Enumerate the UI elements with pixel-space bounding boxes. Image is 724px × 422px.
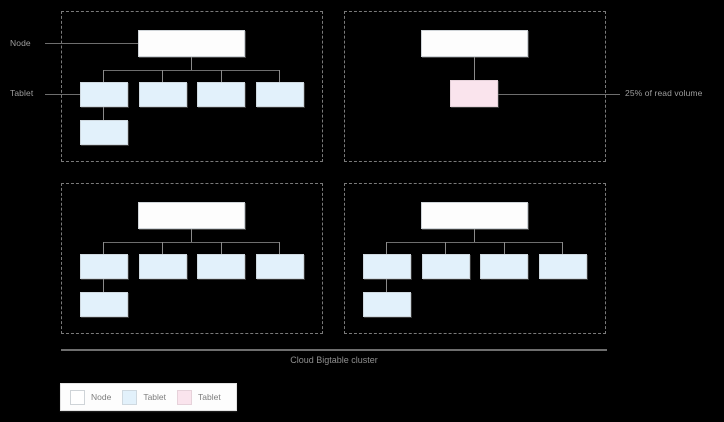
connector-node1-drop-1 [103,70,104,82]
tablet-box-4-4[interactable] [539,254,587,279]
cluster-boundary-rule [61,349,607,351]
tablet-box-1-5[interactable] [80,120,128,145]
connector-node3-drop-2 [162,242,163,254]
connector-node1-drop-2 [162,70,163,82]
tablet-box-4-5[interactable] [363,292,411,317]
connector-node4-drop-5 [386,279,387,292]
node-box-3[interactable] [138,202,245,229]
connector-node3-drop-4 [279,242,280,254]
connector-node3-bus [103,242,280,243]
connector-node4-bus [386,242,563,243]
cluster-caption: Cloud Bigtable cluster [290,355,378,365]
tablet-box-1-3[interactable] [197,82,245,107]
cluster-node-top-right [344,11,606,162]
connector-node1-drop-3 [221,70,222,82]
annotation-hotspot-label: 25% of read volume [625,88,703,98]
legend-item-node[interactable]: Node [70,389,112,405]
legend-label-tablet-pink: Tablet [198,392,221,402]
node-box-1[interactable] [138,30,245,57]
cluster-node-bottom-left [61,183,323,334]
connector-node3-drop-1 [103,242,104,254]
legend-item-tablet-pink[interactable]: Tablet [177,389,221,405]
connector-node3-drop-5 [103,279,104,292]
tablet-box-3-4[interactable] [256,254,304,279]
connector-node4-drop-1 [386,242,387,254]
connector-node1-drop-4 [279,70,280,82]
connector-node1-stem [191,57,192,70]
legend-swatch-node-icon [70,389,85,405]
connector-node2-stem [474,57,475,80]
cluster-node-top-left [61,11,323,162]
legend-swatch-tablet-pink-icon [177,389,193,405]
tablet-box-2-1[interactable] [450,80,498,107]
tablet-box-3-3[interactable] [197,254,245,279]
tablet-box-1-1[interactable] [80,82,128,107]
connector-node1-bus [103,70,280,71]
node-box-4[interactable] [421,202,528,229]
node-box-2[interactable] [421,30,528,57]
tablet-box-3-5[interactable] [80,292,128,317]
tablet-box-4-3[interactable] [480,254,528,279]
annotation-node-label: Node [10,38,31,48]
connector-node1-drop-5 [103,107,104,120]
tablet-box-4-2[interactable] [422,254,470,279]
tablet-box-1-4[interactable] [256,82,304,107]
tablet-box-1-2[interactable] [139,82,187,107]
connector-node4-drop-4 [562,242,563,254]
connector-node4-drop-3 [504,242,505,254]
connector-node4-drop-2 [445,242,446,254]
legend-label-node: Node [91,392,112,402]
legend: Node Tablet Tablet [60,383,237,411]
cluster-node-bottom-right [344,183,606,334]
tablet-box-3-1[interactable] [80,254,128,279]
legend-label-tablet-blue: Tablet [143,392,167,402]
connector-node3-drop-3 [221,242,222,254]
legend-swatch-tablet-blue-icon [122,389,138,405]
connector-node3-stem [191,229,192,242]
annotation-node-leader [45,43,138,44]
tablet-box-4-1[interactable] [363,254,411,279]
tablet-box-3-2[interactable] [139,254,187,279]
legend-item-tablet-blue[interactable]: Tablet [122,389,167,405]
annotation-tablet-label: Tablet [10,88,34,98]
connector-node4-stem [474,229,475,242]
annotation-hotspot-leader [498,94,620,95]
annotation-tablet-leader [45,94,80,95]
